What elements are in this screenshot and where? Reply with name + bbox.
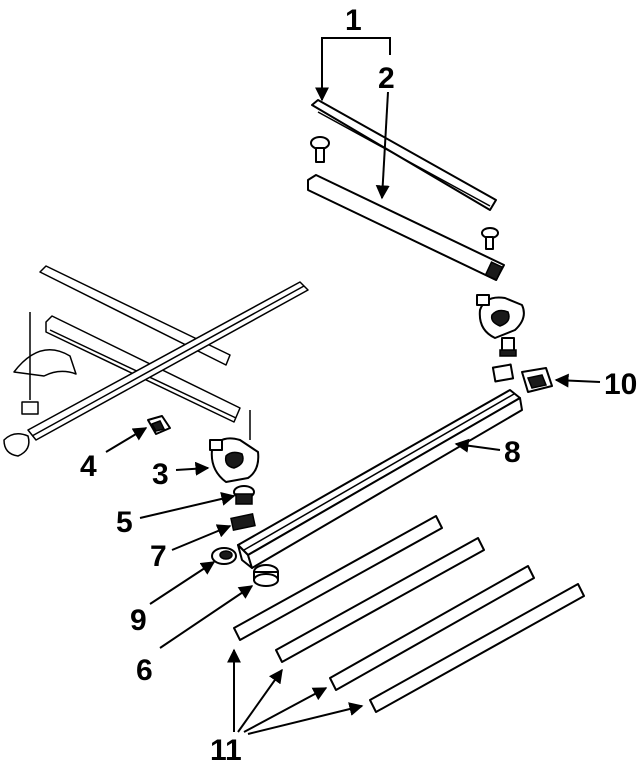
background-assembly bbox=[3, 265, 309, 457]
callout-2: 2 bbox=[378, 62, 395, 95]
callout-5: 5 bbox=[116, 506, 133, 539]
strip-part-11-c bbox=[329, 565, 535, 691]
callout-11: 11 bbox=[210, 734, 242, 767]
callout-8: 8 bbox=[504, 436, 521, 469]
bushing-part-4 bbox=[147, 415, 171, 435]
top-strip-part-1 bbox=[311, 99, 497, 211]
bumper-part-10 bbox=[521, 367, 553, 393]
bolt-upper-right bbox=[481, 227, 499, 250]
callout-9: 9 bbox=[130, 604, 147, 637]
bumper-part-6 bbox=[253, 564, 279, 587]
bracket-part-3 bbox=[209, 437, 260, 483]
strip-part-11-b bbox=[275, 537, 485, 663]
spacer-part-9 bbox=[211, 547, 237, 565]
callout-7: 7 bbox=[150, 540, 167, 573]
callout-10: 10 bbox=[604, 368, 637, 401]
right-bracket-assembly bbox=[476, 294, 525, 383]
bolt-upper-left bbox=[310, 136, 330, 163]
callout-6: 6 bbox=[136, 654, 153, 687]
callout-3: 3 bbox=[152, 458, 169, 491]
callout-4: 4 bbox=[80, 450, 97, 483]
strip-part-11-a bbox=[233, 515, 443, 641]
pad-part-7 bbox=[230, 512, 256, 532]
top-rail-part-2 bbox=[307, 174, 505, 281]
stud-part-5 bbox=[233, 485, 255, 505]
callout-1: 1 bbox=[345, 4, 362, 37]
leader-lines bbox=[105, 37, 601, 735]
strip-part-11-d bbox=[369, 583, 585, 713]
main-rail-part-8 bbox=[237, 389, 523, 569]
